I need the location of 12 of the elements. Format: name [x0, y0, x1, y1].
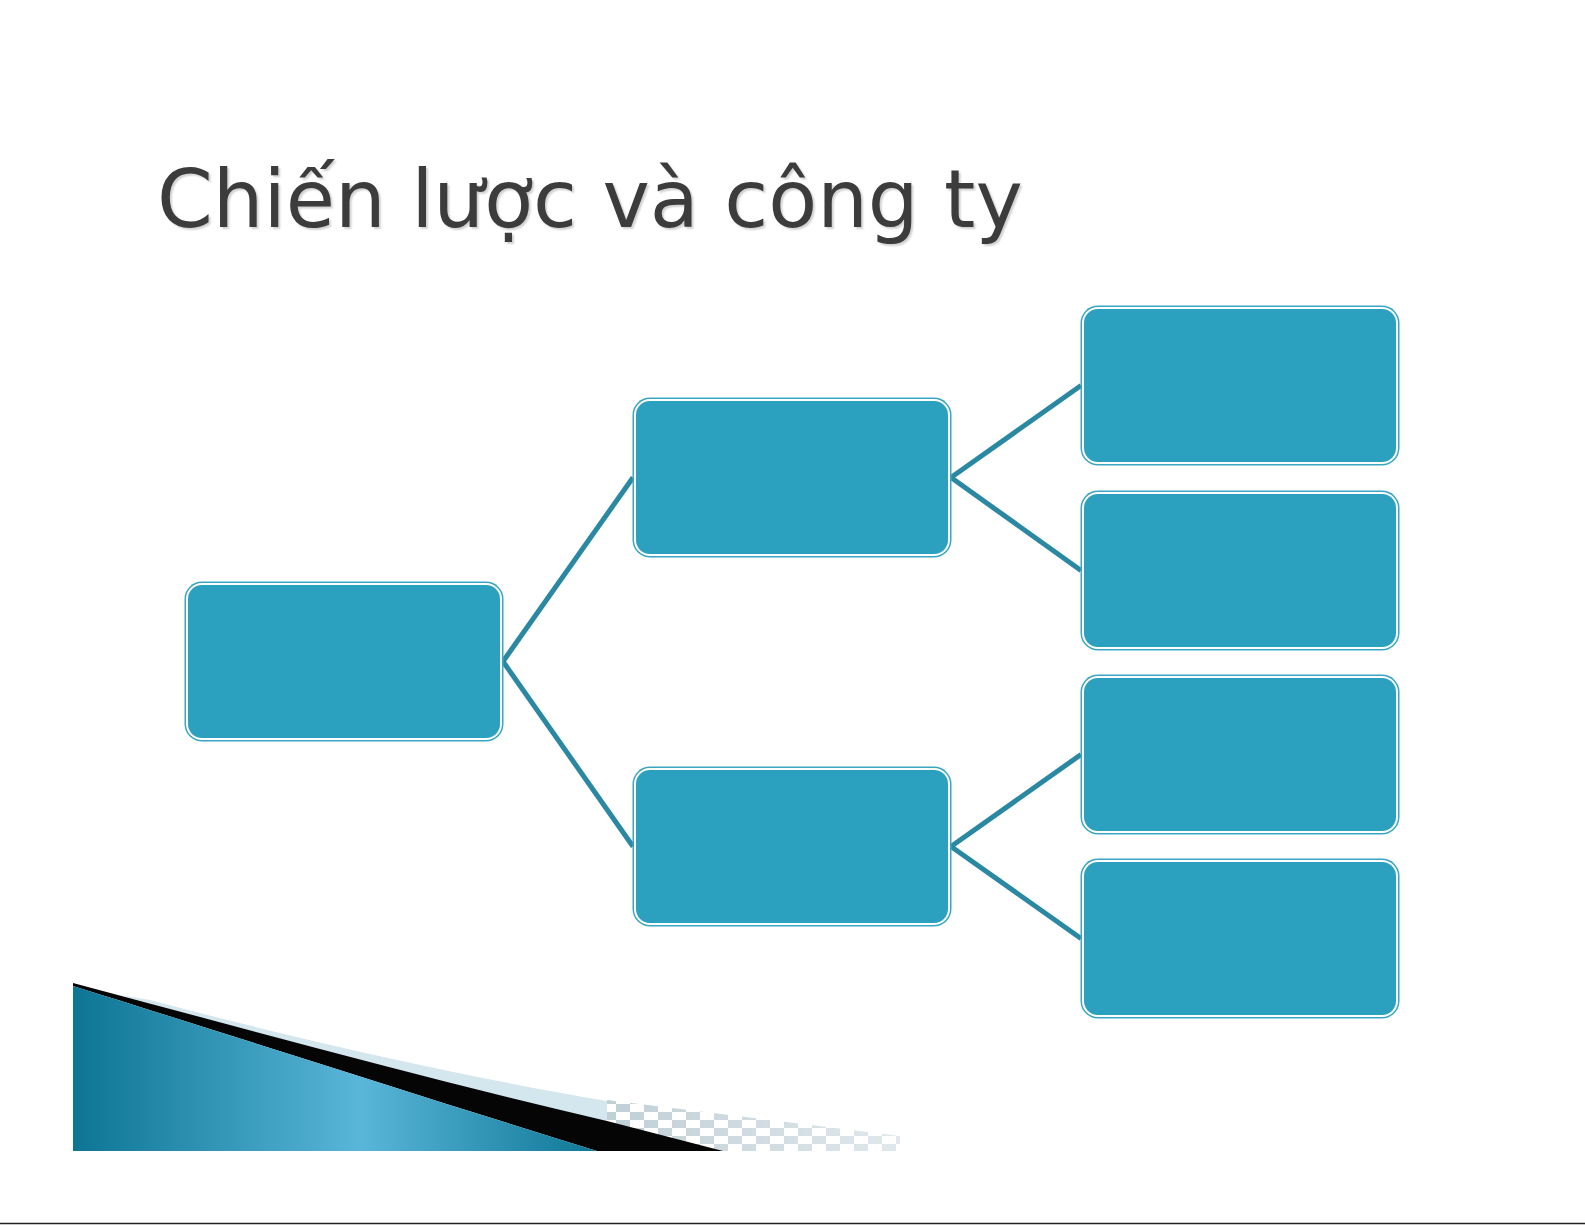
- process-box: [1082, 860, 1398, 1017]
- connector-line: [949, 383, 1083, 480]
- process-box: [634, 399, 950, 556]
- process-box: [1082, 307, 1398, 464]
- process-box: [634, 768, 950, 925]
- process-box: [1082, 492, 1398, 649]
- process-box: [186, 583, 502, 740]
- process-box: [1082, 676, 1398, 833]
- connector-line: [949, 844, 1083, 941]
- slide-title: Chiến lược và công ty: [157, 152, 1023, 248]
- connector-line: [949, 475, 1083, 573]
- connector-line: [949, 752, 1083, 849]
